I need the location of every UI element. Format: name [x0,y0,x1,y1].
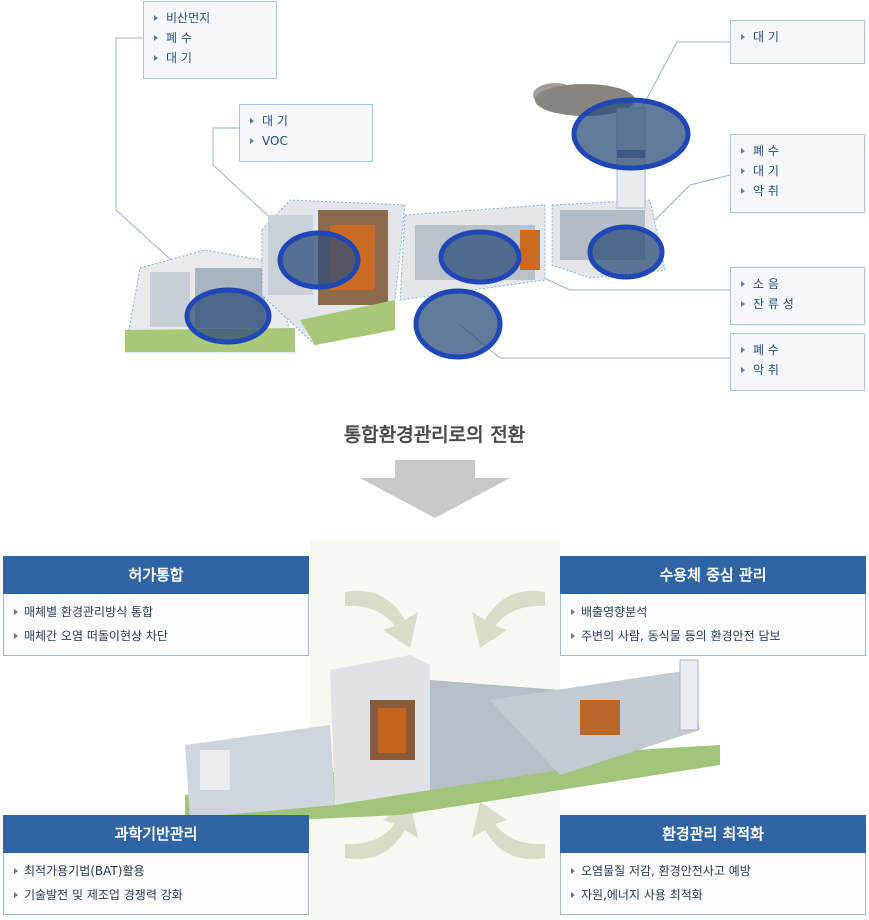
callout-box-3: 대 기 [730,20,865,64]
bullet-icon [741,168,745,174]
connector-lines [115,37,731,359]
bullet-icon [14,868,18,874]
callout-box-1: 비산먼지 폐 수 대 기 [143,1,277,79]
bullet-icon [14,633,18,639]
bullet-icon [571,892,575,898]
plant-illustration-top [115,37,731,360]
bullet-icon [741,188,745,194]
bullet-icon [741,367,745,373]
panel-management-optimization: 환경관리 최적화 오염물질 저감, 환경안전사고 예방 자원,에너지 사용 최적… [560,815,866,915]
bullet-icon [741,301,745,307]
bullet-icon [14,609,18,615]
panel-title: 허가통합 [3,556,309,594]
bullet-icon [741,347,745,353]
callout-box-6: 폐 수 악 취 [730,333,865,391]
down-arrow-icon [360,460,510,518]
bullet-icon [571,609,575,615]
bullet-icon [741,34,745,40]
bullet-icon [250,118,254,124]
panel-title: 환경관리 최적화 [560,815,866,853]
callout-box-5: 소 음 잔 류 성 [730,267,865,325]
bullet-icon [571,633,575,639]
panel-science-based-management: 과학기반관리 최적가용기법(BAT)활용 기술발전 및 제조업 경쟁력 강화 [3,815,309,915]
panel-receptor-management: 수용체 중심 관리 배출영향분석 주변의 사람, 동식물 등의 환경안전 담보 [560,556,866,656]
panel-title: 수용체 중심 관리 [560,556,866,594]
transition-title: 통합환경관리로의 전환 [343,424,526,446]
bullet-icon [250,138,254,144]
bullet-icon [154,35,158,41]
panel-permit-integration: 허가통합 매체별 환경관리방식 통합 매체간 오염 떠돌이현상 차단 [3,556,309,656]
bullet-icon [571,868,575,874]
bullet-icon [154,15,158,21]
panel-title: 과학기반관리 [3,815,309,853]
focus-rings [184,97,691,360]
bullet-icon [14,892,18,898]
bullet-icon [741,148,745,154]
bullet-icon [741,281,745,287]
callout-box-2: 대 기 VOC [239,104,373,162]
plant-illustration-bottom [185,540,720,920]
factory-illustration [185,655,720,825]
callout-box-4: 폐 수 대 기 악 취 [730,134,865,213]
inward-arrows [345,590,545,860]
bullet-icon [154,55,158,61]
